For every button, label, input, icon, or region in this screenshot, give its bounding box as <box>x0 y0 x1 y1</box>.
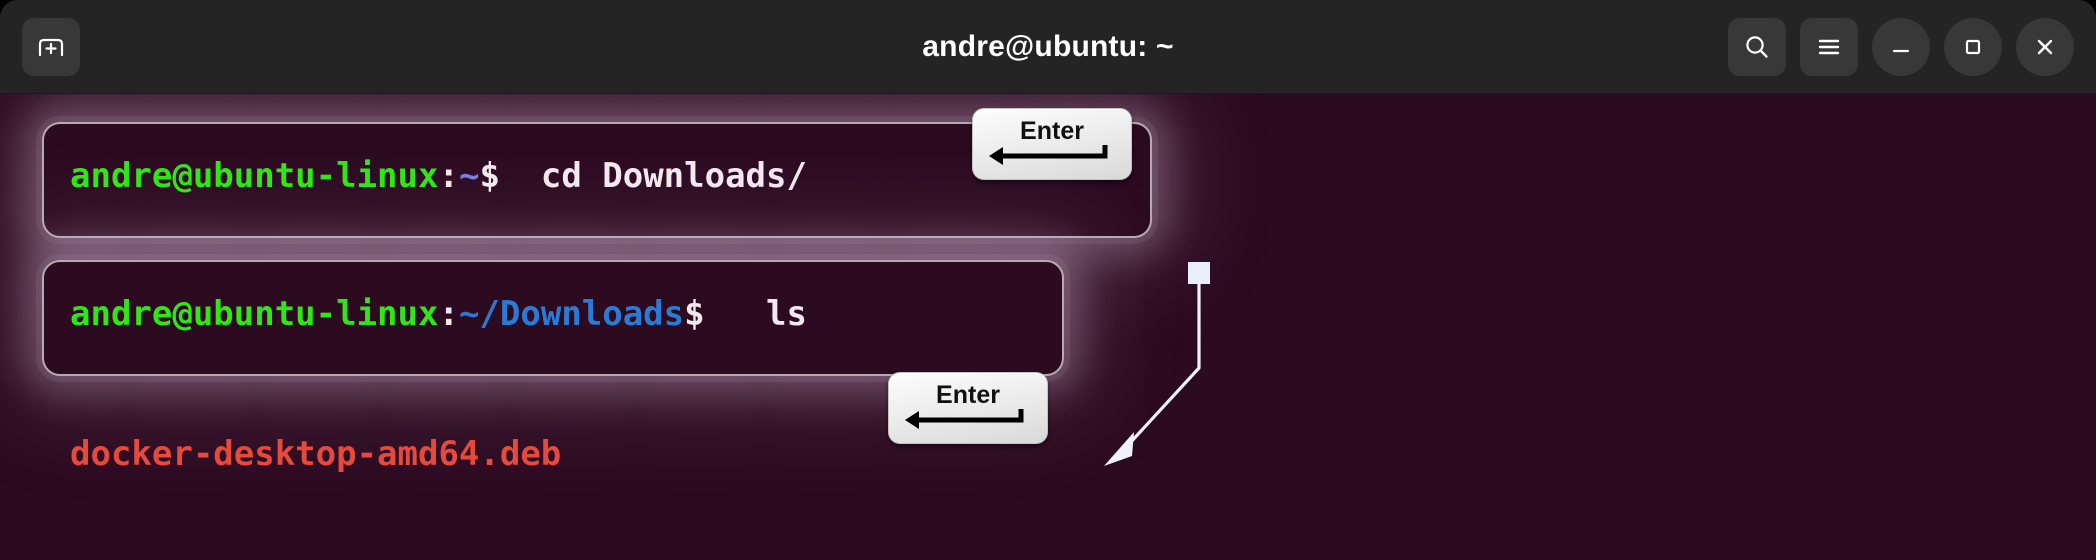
return-arrow-icon <box>905 409 1024 429</box>
new-tab-button[interactable] <box>22 17 80 76</box>
enter-key-badge-2: Enter <box>888 372 1048 444</box>
title-bar-left-controls <box>22 17 80 76</box>
close-icon <box>2030 32 2060 62</box>
title-bar[interactable]: andre@ubuntu: ~ <box>0 0 2096 94</box>
enter-key-label: Enter <box>1020 117 1084 145</box>
prompt-path: ~/Downloads <box>458 294 685 334</box>
close-button[interactable] <box>2016 17 2074 76</box>
command-text: cd Downloads/ <box>499 156 807 196</box>
prompt-sigil: $ <box>479 156 500 196</box>
return-arrow-icon <box>989 145 1108 165</box>
terminal-output-line: docker-desktop-amd64.deb <box>70 434 562 474</box>
minimize-icon <box>1886 32 1916 62</box>
command-highlight-box-2 <box>42 260 1064 376</box>
prompt-path: ~ <box>458 156 480 196</box>
prompt-colon: : <box>438 156 459 196</box>
maximize-icon <box>1958 32 1988 62</box>
terminal-body[interactable]: andre@ubuntu-linux:~$ cd Downloads/ andr… <box>0 94 2096 560</box>
terminal-line-1: andre@ubuntu-linux:~$ cd Downloads/ <box>70 156 807 196</box>
command-highlight-box-1 <box>42 122 1152 238</box>
enter-key-badge-1: Enter <box>972 108 1132 180</box>
minimize-button[interactable] <box>1872 17 1930 76</box>
search-button[interactable] <box>1728 17 1786 76</box>
tab-plus-icon <box>36 32 66 62</box>
title-bar-right-controls <box>1728 17 2074 76</box>
command-text: ls <box>704 294 807 334</box>
search-icon <box>1742 32 1772 62</box>
enter-key-label: Enter <box>936 381 1000 409</box>
menu-button[interactable] <box>1800 17 1858 76</box>
prompt-user-host: andre@ubuntu-linux <box>70 294 439 334</box>
prompt-sigil: $ <box>684 294 705 334</box>
hamburger-menu-icon <box>1814 32 1844 62</box>
terminal-line-2: andre@ubuntu-linux:~/Downloads$ ls <box>70 294 807 334</box>
cursor-marker <box>1188 262 1210 284</box>
prompt-colon: : <box>438 294 459 334</box>
maximize-button[interactable] <box>1944 17 2002 76</box>
prompt-user-host: andre@ubuntu-linux <box>70 156 439 196</box>
